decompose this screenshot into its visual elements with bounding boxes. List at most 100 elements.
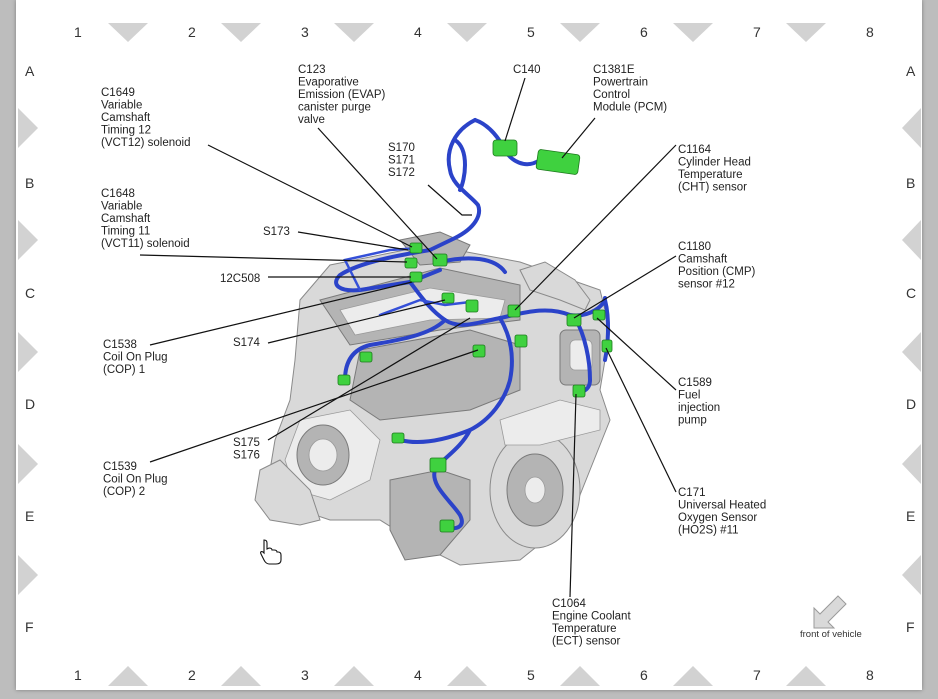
grid-column-label: 2 bbox=[188, 667, 196, 683]
callout-c1381e-label: C1381E bbox=[593, 64, 635, 76]
callout-c1648-label: Variable bbox=[101, 201, 142, 213]
injector-connector bbox=[514, 334, 528, 348]
callout-c1064-label: Temperature bbox=[552, 623, 617, 635]
grid-row-label: E bbox=[25, 508, 34, 524]
grid-row-label: B bbox=[25, 175, 34, 191]
callout-c1381e-label: Control bbox=[593, 89, 630, 101]
callout-c1539-label: Coil On Plug bbox=[103, 474, 168, 486]
callout-c140-label: C140 bbox=[513, 64, 541, 76]
callout-c1649-label: (VCT12) solenoid bbox=[101, 137, 190, 149]
c123-connector bbox=[432, 253, 448, 267]
callout-c1381e-label: Powertrain bbox=[593, 77, 648, 89]
grid-row-label: E bbox=[906, 508, 915, 524]
hand-pointer-icon bbox=[260, 539, 282, 565]
callout-c123-label: canister purge bbox=[298, 102, 371, 114]
callout-c123-label: valve bbox=[298, 114, 325, 126]
callout-c1589-label: C1589 bbox=[678, 377, 712, 389]
callout-s170-label: S171 bbox=[388, 155, 415, 167]
pcm-connector bbox=[535, 149, 581, 175]
callout-c1648-label: Timing 11 bbox=[101, 226, 150, 238]
callout-s170-label: S172 bbox=[388, 167, 415, 179]
callout-c1064-label: (ECT) sensor bbox=[552, 636, 621, 648]
grid-column-labels-top: 1 2 3 4 5 6 7 8 bbox=[74, 24, 874, 40]
callout-c1180-label: Position (CMP) bbox=[678, 266, 755, 278]
connectors bbox=[337, 139, 613, 533]
callout-c1164-label: C1164 bbox=[678, 144, 712, 156]
callout-c1589-label: Fuel bbox=[678, 390, 700, 402]
grid-column-label: 2 bbox=[188, 24, 196, 40]
callout-c1164-label: (CHT) sensor bbox=[678, 182, 747, 194]
callout-c1649-label: Variable bbox=[101, 100, 142, 112]
callout-c1649-label: Camshaft bbox=[101, 112, 151, 124]
callout-c1538-label: Coil On Plug bbox=[103, 352, 168, 364]
c1538-connector bbox=[441, 292, 455, 304]
c140-connector bbox=[492, 139, 518, 157]
wiring-harness bbox=[334, 118, 610, 531]
12c508-connector bbox=[409, 271, 423, 283]
cop6-connector bbox=[391, 432, 405, 444]
grid-row-label: B bbox=[906, 175, 915, 191]
alternator-connector bbox=[429, 457, 447, 473]
grid-column-label: 3 bbox=[301, 667, 309, 683]
grid-row-label: D bbox=[906, 396, 916, 412]
callout-c1539-label: (COP) 2 bbox=[103, 486, 145, 498]
grid-column-label: 5 bbox=[527, 667, 535, 683]
callout-c12c508-label: 12C508 bbox=[220, 273, 260, 285]
callout-c1649-label: C1649 bbox=[101, 87, 135, 99]
callout-c171-label: C171 bbox=[678, 487, 706, 499]
grid-column-label: 3 bbox=[301, 24, 309, 40]
grid-column-label: 1 bbox=[74, 667, 82, 683]
grid-row-label: A bbox=[906, 63, 916, 79]
starter-connector bbox=[439, 519, 455, 533]
callout-c1589-label: injection bbox=[678, 402, 720, 414]
callout-s170-label: S170 bbox=[388, 142, 415, 154]
callout-c1538-label: (COP) 1 bbox=[103, 364, 145, 376]
grid-border-markers bbox=[18, 23, 921, 686]
grid-column-label: 1 bbox=[74, 24, 82, 40]
grid-column-label: 6 bbox=[640, 24, 648, 40]
grid-column-label: 4 bbox=[414, 24, 422, 40]
grid-column-label: 7 bbox=[753, 24, 761, 40]
callout-s173-label: S173 bbox=[263, 226, 290, 238]
callout-s174-label: S174 bbox=[233, 337, 260, 349]
callout-c171-label: Oxygen Sensor bbox=[678, 512, 757, 524]
callout-c123-label: Evaporative bbox=[298, 77, 359, 89]
front-of-vehicle-indicator: front of vehicle bbox=[800, 595, 862, 640]
grid-column-label: 8 bbox=[866, 667, 874, 683]
c1648-connector bbox=[404, 257, 418, 269]
callout-c171-label: Universal Heated bbox=[678, 500, 766, 512]
callout-c1589-label: pump bbox=[678, 415, 707, 427]
grid-column-label: 5 bbox=[527, 24, 535, 40]
callout-c1648-label: (VCT11) solenoid bbox=[101, 238, 190, 250]
engine-illustration bbox=[254, 231, 611, 566]
callout-c1649-label: Timing 12 bbox=[101, 125, 151, 137]
callout-c1539-label: C1539 bbox=[103, 461, 137, 473]
callout-c1381e-label: Module (PCM) bbox=[593, 102, 667, 114]
grid-column-label: 8 bbox=[866, 24, 874, 40]
callout-c1648-label: Camshaft bbox=[101, 213, 151, 225]
c1064-connector bbox=[572, 384, 586, 398]
cop3-connector bbox=[359, 351, 373, 363]
cop5-connector bbox=[337, 374, 351, 386]
callout-s175-label: S175 bbox=[233, 437, 260, 449]
callout-c1180-label: Camshaft bbox=[678, 254, 728, 266]
grid-row-label: C bbox=[906, 285, 916, 301]
callout-c1538-label: C1538 bbox=[103, 339, 137, 351]
c171-connector bbox=[601, 339, 613, 353]
callout-c171-label: (HO2S) #11 bbox=[678, 525, 739, 537]
grid-column-label: 7 bbox=[753, 667, 761, 683]
grid-row-label: D bbox=[25, 396, 35, 412]
callout-c1180-label: sensor #12 bbox=[678, 279, 735, 291]
c1589-connector bbox=[592, 309, 606, 321]
c1180-connector bbox=[566, 313, 582, 327]
grid-row-label: C bbox=[25, 285, 35, 301]
grid-row-label: F bbox=[25, 619, 34, 635]
callout-s175-label: S176 bbox=[233, 450, 260, 462]
callout-c1180-label: C1180 bbox=[678, 241, 711, 253]
